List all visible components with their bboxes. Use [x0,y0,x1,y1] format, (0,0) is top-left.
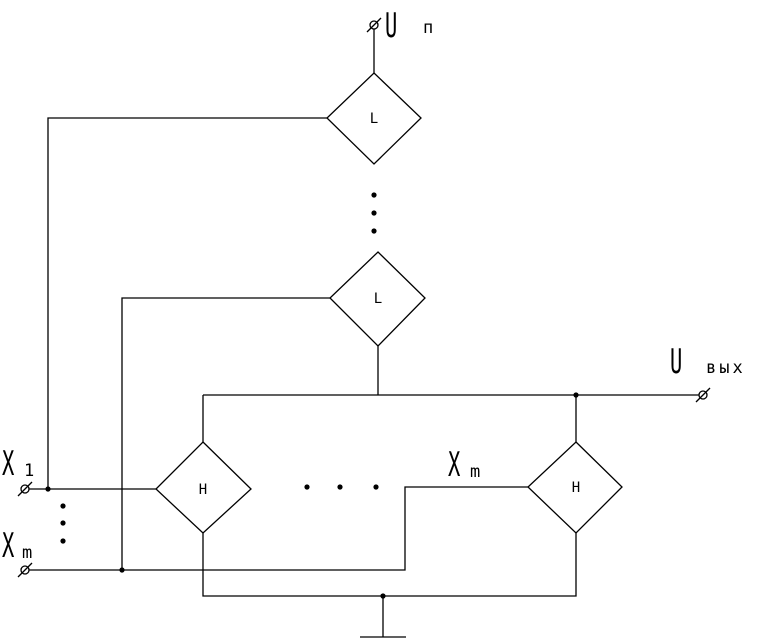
ellipsis-dot [371,228,377,234]
terminal-xm [17,562,33,578]
element-left-H-label: H [199,482,207,498]
terminal-x1 [17,481,33,497]
middle-input-symbol: X [448,444,460,484]
ellipsis-dot [60,538,66,544]
junction-x1 [45,486,51,492]
junctions [45,392,579,599]
input-xm-subscript: m [22,543,32,563]
power-label-symbol: U [385,5,397,45]
input-xm-symbol: X [2,525,14,565]
ellipsis-dot [371,192,377,198]
wire-left-H-to-ground-bus [202,533,577,597]
element-second-L: L [329,251,426,347]
wire-x1-to-top-L [47,117,327,489]
output-label-subscript: вых [706,358,746,378]
wires [25,25,703,638]
output-label-symbol: U [670,341,682,381]
wire-xm-to-second-L [121,297,330,570]
element-right-H: H [527,441,623,534]
wire-xm-input [25,486,528,571]
input-x1-subscript: 1 [24,461,34,481]
junction-xm [119,567,125,573]
element-top-L-label: L [370,111,378,127]
ellipsis-dot [371,210,377,216]
middle-input-subscript: m [470,462,480,482]
element-top-L: L [326,72,422,165]
power-label-subscript: п [423,18,433,38]
junction-ground [380,593,386,599]
junction-output [573,392,579,398]
terminal-output [695,387,711,403]
input-x1-symbol: X [2,443,14,483]
ellipsis-dot [60,503,66,509]
element-second-L-label: L [374,291,382,307]
ellipsis-dot [304,484,310,490]
ellipsis-dot [373,484,379,490]
element-left-H: H [155,441,252,534]
terminal-power [366,17,382,33]
ellipsis-dot [337,484,343,490]
element-right-H-label: H [572,480,580,496]
ellipsis-marks [60,192,379,544]
ellipsis-dot [60,520,66,526]
